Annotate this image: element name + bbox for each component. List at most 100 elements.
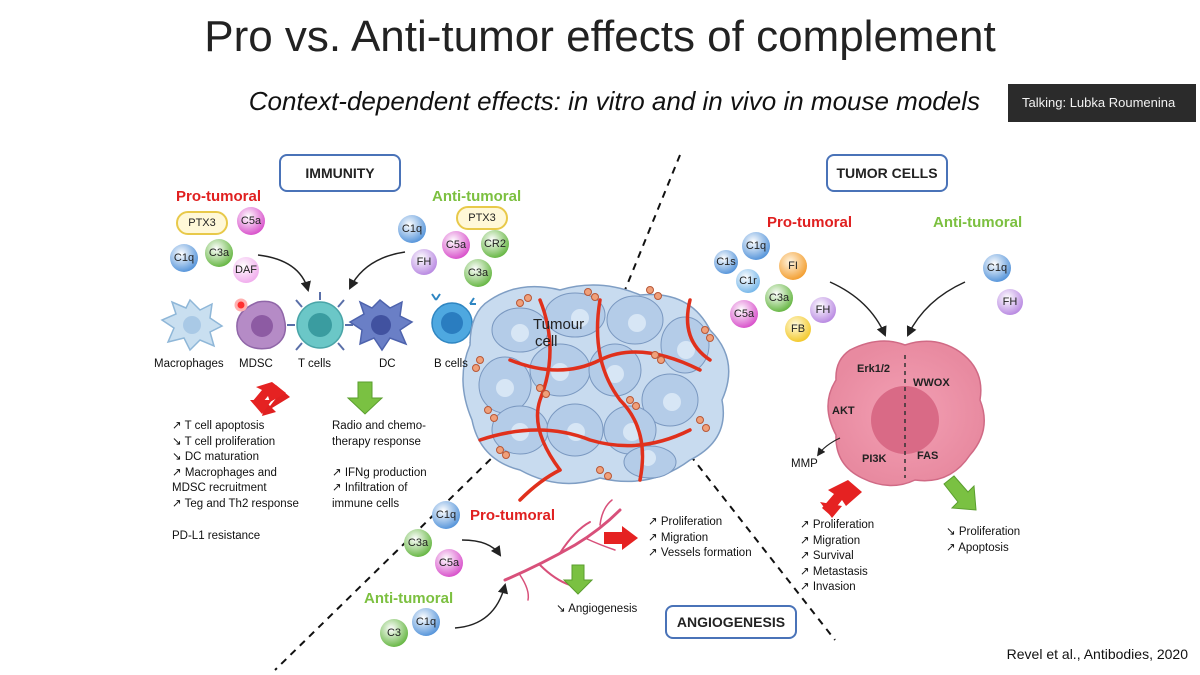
- c1q-molecule: C1q: [983, 254, 1011, 282]
- c1q-molecule: C1q: [398, 215, 426, 243]
- fb-molecule: FB: [785, 316, 811, 342]
- angio-red-arrow: [604, 526, 638, 550]
- mdsc-cell: [234, 298, 287, 350]
- blood-vessels-icon: [503, 499, 622, 601]
- svg-text:C3a: C3a: [209, 247, 230, 259]
- angio-pro-effects: ↗ Proliferation ↗ Migration ↗ Vessels fo…: [648, 515, 752, 562]
- c3a-molecule: C3a: [404, 529, 432, 557]
- svg-text:PTX3: PTX3: [468, 212, 496, 224]
- svg-text:C1q: C1q: [436, 509, 456, 521]
- c3a-molecule: C3a: [205, 239, 233, 267]
- svg-text:FH: FH: [1003, 296, 1018, 308]
- svg-text:C1q: C1q: [174, 252, 194, 264]
- tumor-pro-effects: ↗ Proliferation ↗ Migration ↗ Survival ↗…: [800, 518, 874, 596]
- fh-molecule: FH: [411, 249, 437, 275]
- mmp-label: MMP: [791, 458, 818, 470]
- immunity-pro-molecules: PTX3 C5a C3a C1q DAF: [170, 207, 265, 283]
- effect-line: ↗ Proliferation: [648, 516, 723, 528]
- tumor-cells-section-label: TUMOR CELLS: [826, 154, 948, 192]
- effect-line: ↗ IFNg production: [332, 466, 427, 479]
- effect-line: ↗ Invasion: [800, 581, 856, 593]
- effect-line: ↗ Migration: [800, 534, 861, 547]
- angio-anti-arrow: [454, 582, 509, 629]
- fas-marker: FAS: [917, 450, 939, 462]
- tumor-anti-label: Anti-tumoral: [933, 214, 1023, 231]
- effect-line: ↗ Survival: [800, 550, 854, 562]
- pd-l1-resistance: PD-L1 resistance: [172, 530, 261, 542]
- effect-line: ↗ Macrophages and: [172, 466, 277, 479]
- svg-text:DAF: DAF: [235, 264, 257, 276]
- immunity-anti-molecules: PTX3 C1q C5a CR2 FH C3a: [398, 206, 509, 287]
- wwox-marker: WWOX: [913, 377, 950, 389]
- effect-line: [332, 450, 427, 466]
- svg-text:C1q: C1q: [987, 262, 1007, 274]
- svg-text:PTX3: PTX3: [188, 217, 216, 229]
- citation: Revel et al., Antibodies, 2020: [1006, 646, 1188, 662]
- c1s-molecule: C1s: [714, 250, 738, 274]
- svg-text:FI: FI: [788, 260, 798, 272]
- tumor-green-arrow: [943, 475, 977, 511]
- svg-text:C5a: C5a: [446, 239, 467, 251]
- tumor-pro-molecules: C1q C1s FI C1r C3a FH C5a FB: [714, 232, 836, 342]
- tumor-anti-effects: ↘ Proliferation ↗ Apoptosis: [946, 525, 1020, 556]
- akt-marker: AKT: [832, 405, 855, 417]
- c1q-molecule: C1q: [432, 501, 460, 529]
- svg-text:C5a: C5a: [241, 215, 262, 227]
- cr2-molecule: CR2: [481, 230, 509, 258]
- tumour-cell-label: Tumour cell: [533, 316, 584, 350]
- ptx3-pill: PTX3: [176, 211, 228, 235]
- effect-line: ↗ Teg and Th2 response: [172, 497, 299, 510]
- c3a-molecule: C3a: [765, 284, 793, 312]
- svg-text:C3a: C3a: [769, 292, 790, 304]
- tumor-anti-molecules: C1q FH: [983, 254, 1023, 315]
- erk-marker: Erk1/2: [857, 363, 891, 375]
- angio-pro-molecules: C1q C3a C5a: [404, 501, 463, 577]
- effect-line: ↘ T cell proliferation: [172, 435, 276, 448]
- effect-line: ↗ Vessels formation: [648, 547, 752, 559]
- tumor-pro-label: Pro-tumoral: [767, 214, 853, 231]
- t-cells-label: T cells: [298, 358, 332, 370]
- immunity-green-arrow: [346, 381, 384, 415]
- mdsc-label: MDSC: [239, 358, 273, 370]
- macrophages-label: Macrophages: [154, 358, 224, 370]
- svg-text:C1r: C1r: [739, 275, 757, 287]
- c1q-molecule: C1q: [412, 608, 440, 636]
- immunity-section-label: IMMUNITY: [279, 154, 401, 192]
- tumour-label-line: Tumour: [533, 316, 585, 333]
- c1q-molecule: C1q: [742, 232, 770, 260]
- ptx3-pill: PTX3: [456, 206, 508, 230]
- effect-line: therapy response: [332, 435, 421, 448]
- effect-line: immune cells: [332, 497, 400, 510]
- macrophage-cell: [160, 298, 224, 352]
- angio-anti-label: Anti-tumoral: [364, 590, 454, 607]
- speaker-indicator: Talking: Lubka Roumenina: [1008, 84, 1196, 122]
- daf-molecule: DAF: [233, 257, 259, 283]
- effect-line: ↗ T cell apoptosis: [172, 420, 265, 432]
- angiogenesis-section-label: ANGIOGENESIS: [665, 605, 797, 639]
- c1q-molecule: C1q: [170, 244, 198, 272]
- c1r-molecule: C1r: [736, 269, 760, 293]
- svg-text:C3a: C3a: [468, 267, 489, 279]
- slide-title: Pro vs. Anti-tumor effects of complement: [204, 12, 996, 61]
- dc-cell: [348, 298, 414, 352]
- svg-text:C1s: C1s: [716, 256, 736, 268]
- effect-line: ↘ DC maturation: [172, 451, 259, 463]
- effect-line: ↗ Metastasis: [800, 565, 868, 578]
- tumour-label-line: cell: [535, 333, 558, 350]
- svg-text:FB: FB: [791, 323, 805, 335]
- c3-molecule: C3: [380, 619, 408, 647]
- c5a-molecule: C5a: [237, 207, 265, 235]
- immunity-anti-effects: Radio and chemo- therapy response ↗ IFNg…: [332, 419, 427, 512]
- divider-bottom-left: [274, 449, 501, 671]
- c5a-molecule: C5a: [730, 300, 758, 328]
- immunity-pro-label: Pro-tumoral: [176, 188, 262, 205]
- fi-molecule: FI: [779, 252, 807, 280]
- pro-arrow-to-tcells: [257, 254, 311, 293]
- c5a-molecule: C5a: [435, 549, 463, 577]
- fh-molecule: FH: [810, 297, 836, 323]
- effect-line: ↗ Apoptosis: [946, 541, 1009, 554]
- svg-text:C5a: C5a: [734, 308, 755, 320]
- tumour-mass: [462, 284, 730, 502]
- svg-text:C1q: C1q: [746, 240, 766, 252]
